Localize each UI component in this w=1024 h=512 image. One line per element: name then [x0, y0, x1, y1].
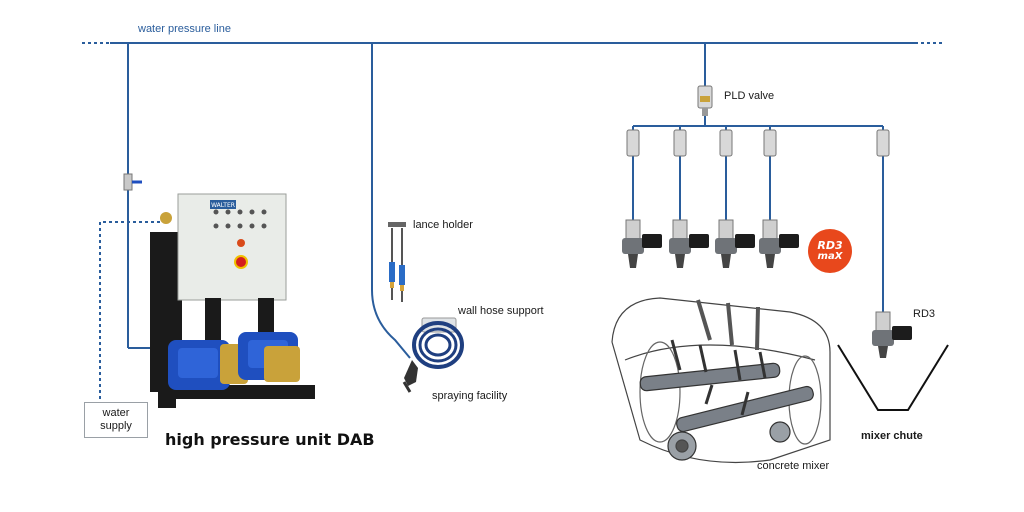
mixer-chute-label: mixer chute [861, 430, 923, 442]
rd3-label: RD3 [913, 308, 936, 320]
high-pressure-unit-label: high pressure unit DAB [165, 430, 375, 449]
spraying-facility-label: spraying facility [432, 390, 508, 402]
rd3-max-badge: RD3 maX [808, 229, 852, 273]
lance-holder-label: lance holder [413, 219, 473, 231]
pld-valve-icon [697, 85, 713, 116]
pld-valve-label: PLD valve [724, 90, 775, 102]
water-supply-box: water supply [84, 402, 148, 438]
concrete-mixer-icon [611, 297, 831, 464]
pld-pipe [632, 43, 884, 312]
lance-pipe [371, 43, 411, 359]
shutoff-valve-icon [123, 173, 142, 191]
badge-line1: RD3 [817, 239, 843, 252]
nozzle-units [622, 219, 912, 358]
hose-reel-icon [412, 317, 464, 369]
brand-logo-text: WALTER [211, 202, 235, 209]
wall-hose-support-label: wall hose support [458, 305, 544, 317]
spray-gun-icon [402, 360, 418, 393]
lance-holder-icon [388, 222, 406, 302]
badge-line2: maX [817, 251, 843, 262]
water-supply-label-line1: water [102, 407, 130, 419]
concrete-mixer-label: concrete mixer [757, 460, 830, 472]
water-pressure-line-label: water pressure line [138, 23, 231, 35]
water-supply-pipe [99, 221, 160, 402]
water-supply-label-line2: supply [100, 420, 132, 432]
branch-valves [626, 129, 890, 157]
mixer-chute-icon [837, 344, 949, 411]
high-pressure-unit-icon: WALTER [150, 193, 315, 408]
